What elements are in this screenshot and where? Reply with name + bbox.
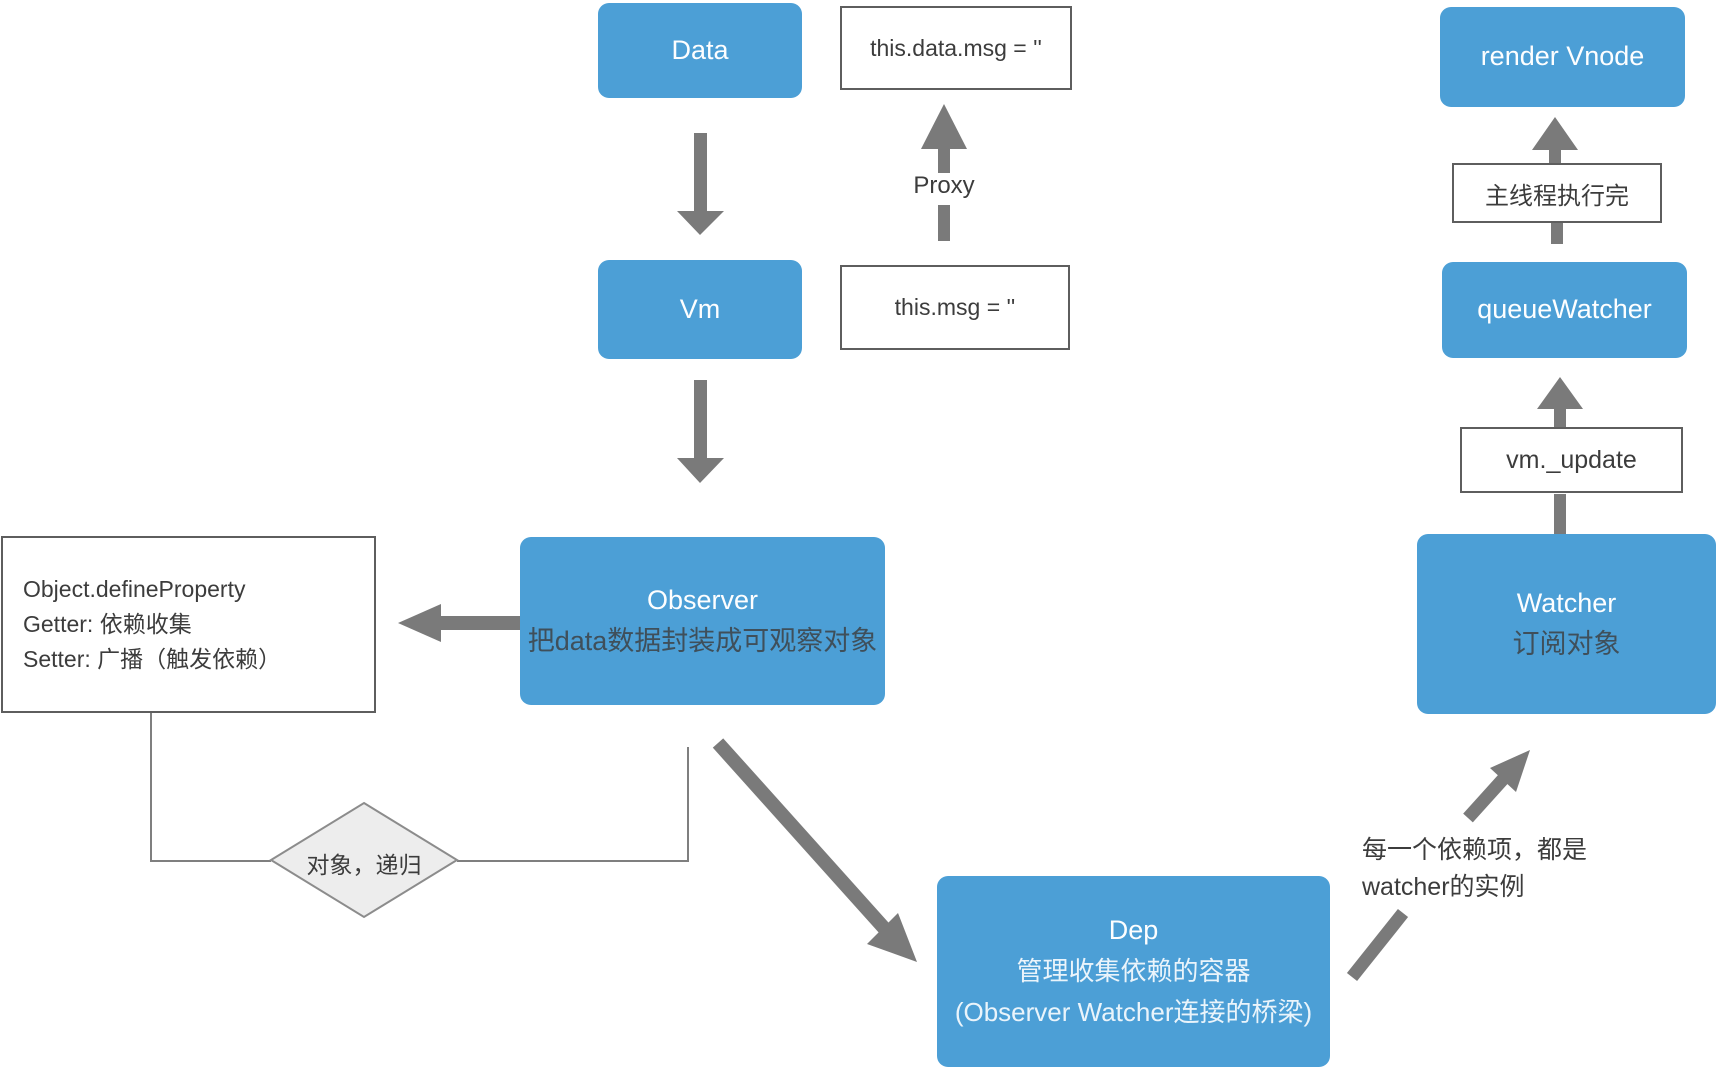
note-main-thread: 主线程执行完 — [1452, 163, 1662, 223]
node-observer-title: Observer — [646, 584, 759, 615]
note-define-property-line1: Object.defineProperty — [23, 576, 246, 602]
node-dep-line3: (Observer Watcher连接的桥梁) — [954, 997, 1313, 1028]
node-dep: Dep 管理收集依赖的容器 (Observer Watcher连接的桥梁) — [937, 876, 1330, 1067]
node-queue-watcher: queueWatcher — [1442, 262, 1687, 358]
note-this-msg: this.msg = '' — [840, 265, 1070, 350]
node-data-label: Data — [671, 34, 729, 65]
watcher-instance-note-line2: watcher的实例 — [1362, 873, 1525, 901]
arrow-observer-to-dep — [712, 738, 917, 962]
node-observer: Observer 把data数据封装成可观察对象 — [520, 537, 885, 705]
arrow-watcher-to-vmupdate — [1554, 494, 1566, 534]
node-dep-title: Dep — [1108, 915, 1159, 946]
arrow-proxy — [921, 104, 967, 241]
note-define-property-line2: Getter: 依赖收集 — [23, 611, 192, 637]
arrow-vmupdate-to-queuewatcher — [1537, 377, 1583, 427]
node-watcher-title: Watcher — [1516, 587, 1617, 618]
node-dep-line2: 管理收集依赖的容器 — [1016, 956, 1251, 987]
recursion-diamond-shape — [269, 801, 459, 919]
connector-diamond-to-observer — [457, 747, 689, 862]
note-vm-update: vm._update — [1460, 427, 1683, 493]
node-watcher-subtitle: 订阅对象 — [1512, 629, 1621, 659]
node-data: Data — [598, 3, 802, 98]
arrow-data-to-vm — [677, 133, 724, 235]
arrow-vm-to-observer — [677, 380, 724, 483]
connector-defineproperty-to-diamond — [150, 713, 271, 862]
proxy-label: Proxy — [913, 172, 975, 199]
watcher-instance-note: 每一个依赖项，都是 watcher的实例 — [1362, 832, 1692, 906]
node-render-vnode: render Vnode — [1440, 7, 1685, 107]
arrow-mainthread-to-rendervnode — [1532, 117, 1578, 163]
node-watcher: Watcher 订阅对象 — [1417, 534, 1716, 714]
note-define-property: Object.defineProperty Getter: 依赖收集 Sette… — [1, 536, 376, 713]
note-define-property-line3: Setter: 广播（触发依赖） — [23, 646, 282, 672]
node-render-vnode-label: render Vnode — [1480, 41, 1645, 72]
watcher-instance-note-line1: 每一个依赖项，都是 — [1362, 836, 1588, 864]
note-main-thread-text: 主线程执行完 — [1485, 182, 1629, 210]
node-vm-label: Vm — [679, 293, 721, 324]
arrow-observer-to-defineproperty — [398, 604, 520, 642]
node-observer-subtitle: 把data数据封装成可观察对象 — [527, 626, 878, 656]
arrow-dep-to-watcher — [1346, 750, 1530, 982]
node-vm: Vm — [598, 260, 802, 359]
note-this-data-msg: this.data.msg = '' — [840, 6, 1072, 90]
note-this-data-msg-text: this.data.msg = '' — [870, 34, 1042, 61]
recursion-diamond-label: 对象，递归 — [306, 852, 422, 878]
note-this-msg-text: this.msg = '' — [894, 294, 1016, 320]
node-queue-watcher-label: queueWatcher — [1477, 294, 1652, 325]
note-vm-update-text: vm._update — [1506, 445, 1637, 474]
arrow-queuewatcher-to-mainthread — [1551, 223, 1563, 244]
